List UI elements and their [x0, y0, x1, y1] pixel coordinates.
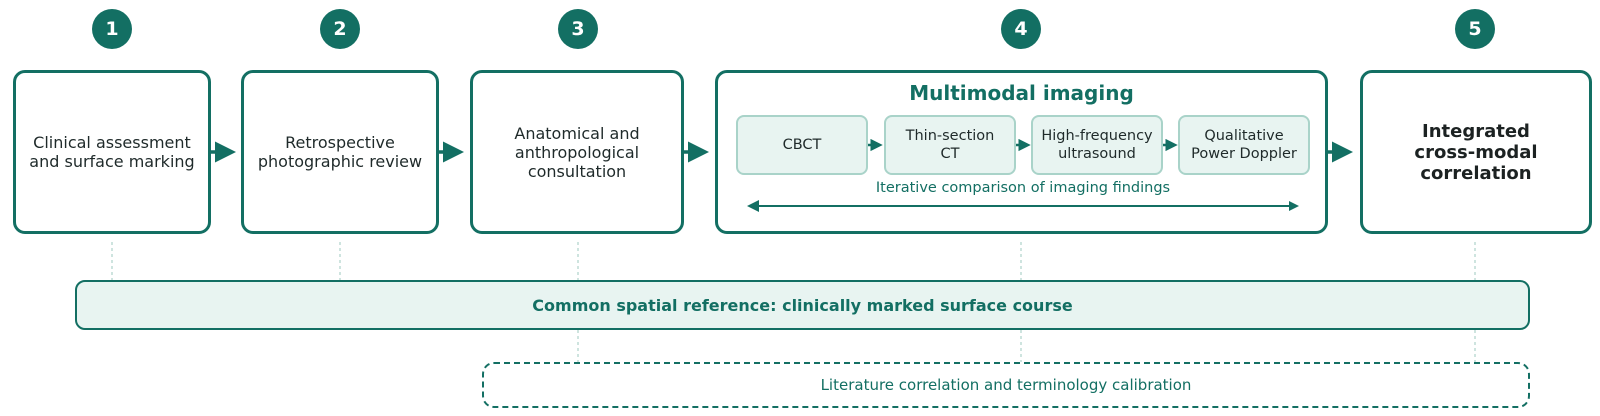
- modality-cbct: CBCT: [736, 115, 868, 175]
- step-3-badge: 3: [558, 9, 598, 49]
- step-5-box: Integrated cross-modal correlation: [1360, 70, 1592, 234]
- multimodal-imaging-title: Multimodal imaging: [909, 81, 1134, 105]
- step-3-box: Anatomical and anthropological consultat…: [470, 70, 684, 234]
- common-spatial-reference-bar: Common spatial reference: clinically mar…: [75, 280, 1530, 330]
- step-1-badge: 1: [92, 9, 132, 49]
- multimodal-imaging-box: Multimodal imaging: [715, 70, 1328, 234]
- step-4-badge: 4: [1001, 9, 1041, 49]
- modality-qualitative-power-doppler: Qualitative Power Doppler: [1178, 115, 1310, 175]
- step-2-box: Retrospective photographic review: [241, 70, 439, 234]
- step-5-badge: 5: [1455, 9, 1495, 49]
- modality-thin-section-ct: Thin-section CT: [884, 115, 1016, 175]
- iteration-label: Iterative comparison of imaging findings: [875, 180, 1171, 196]
- step-2-badge: 2: [320, 9, 360, 49]
- literature-correlation-bar: Literature correlation and terminology c…: [482, 362, 1530, 408]
- dotted-guides: [111, 242, 1476, 362]
- step-1-box: Clinical assessment and surface marking: [13, 70, 211, 234]
- modality-high-frequency-ultrasound: High-frequency ultrasound: [1031, 115, 1163, 175]
